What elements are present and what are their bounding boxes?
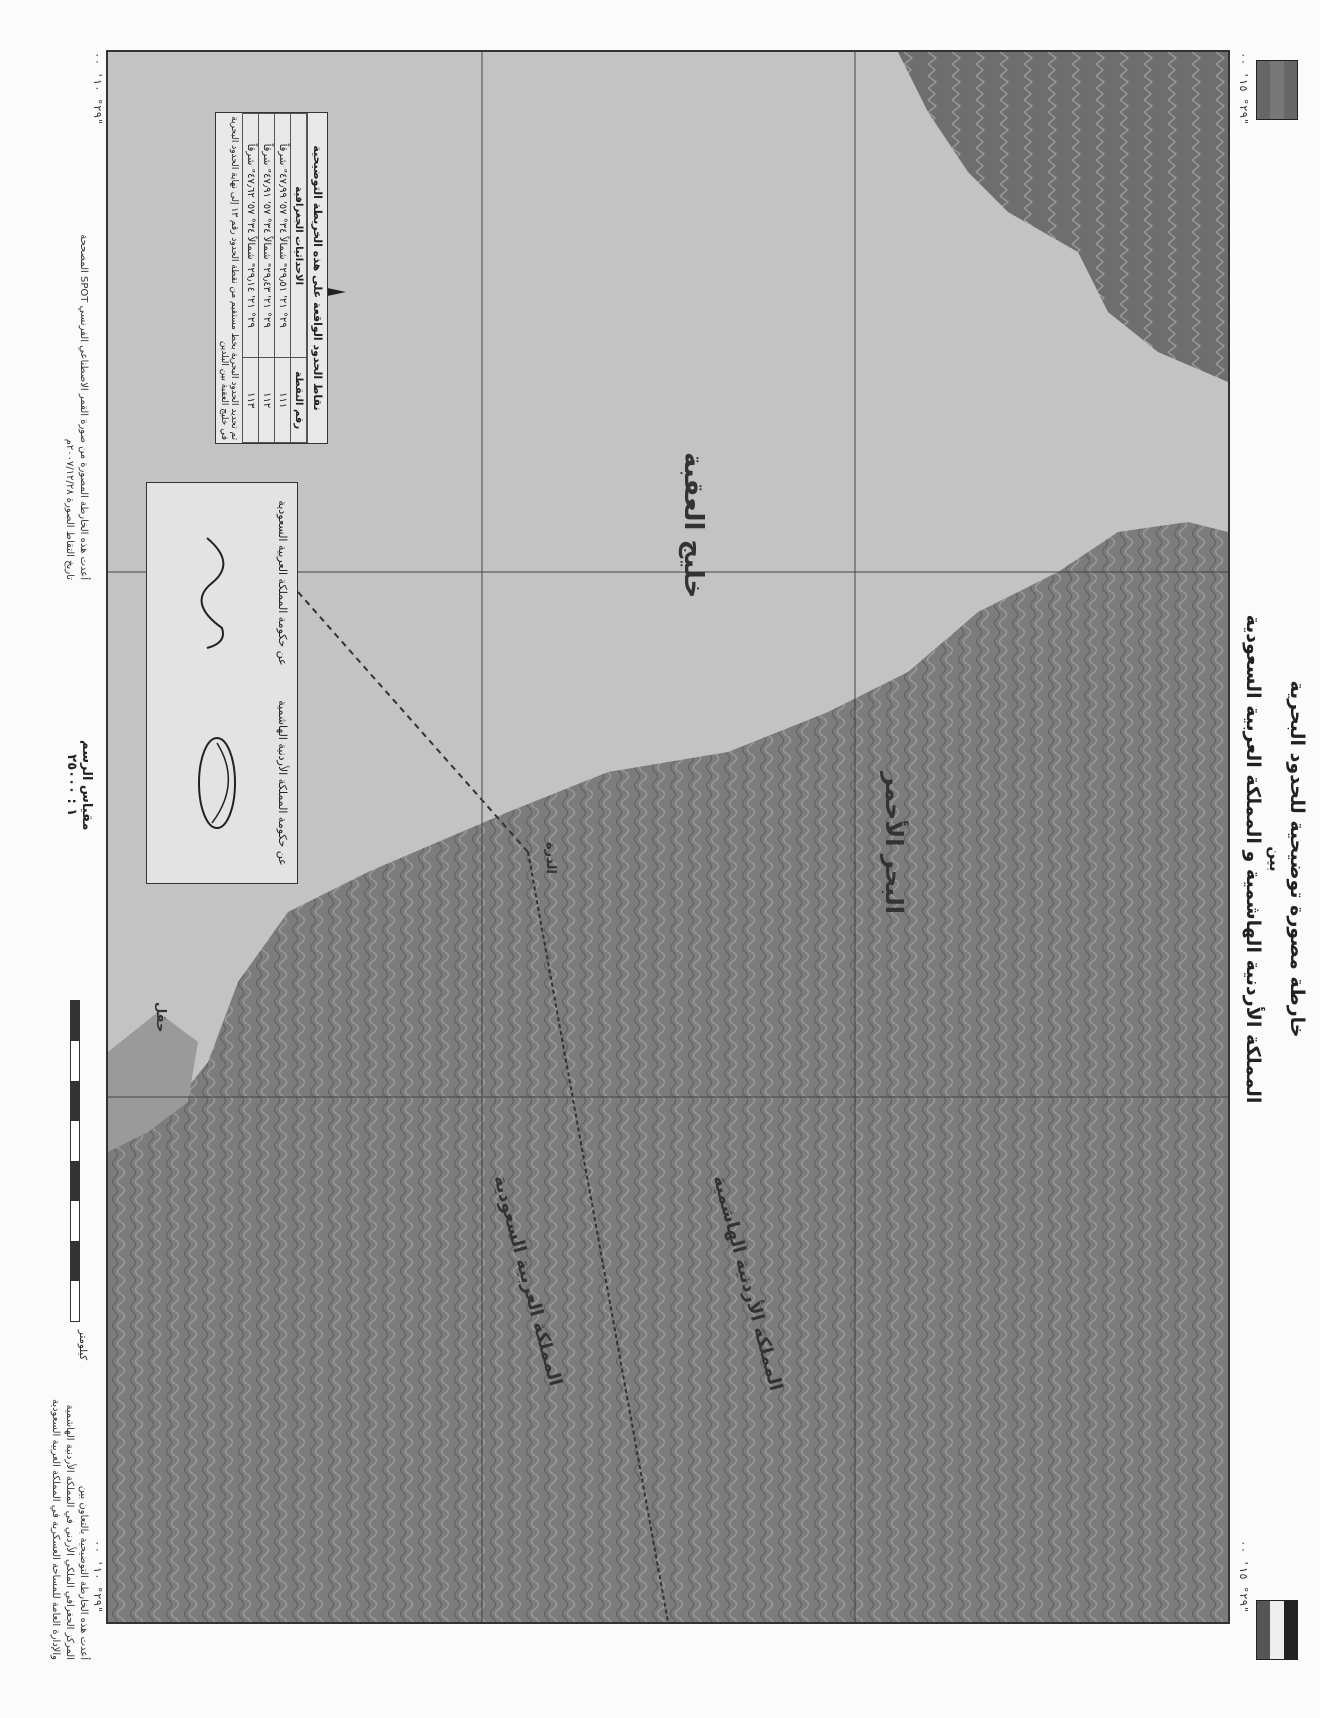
legend-header-coords: الاحداثيات الجغرافية [290,113,307,358]
legend-coords: ٢٩° ٢١' ٢٩٫٤٣" شمالاً ٣٤° ٥٧' ٤٧٫٩١" شرق… [258,113,275,358]
legend-coords: ٢٩° ٢١' ٢٩٫١٤" شمالاً ٣٤° ٥٧' ٤٧٫٦٢" شرق… [242,113,259,358]
legend-row: ١١٣ ٢٩° ٢١' ٢٩٫١٤" شمالاً ٣٤° ٥٧' ٤٧٫٦٢"… [242,113,259,443]
arabian-land [108,522,1228,1622]
scale-label: مقياس الرسم [79,740,94,831]
legend-num: ١١٢ [258,357,275,443]
map-title: خارطة مصورة توضيحية للحدود البحرية بين ا… [1242,0,1308,1718]
legend-coords: ٢٩° ٢١' ٢٩٫٥١" شمالاً ٣٤° ٥٧' ٤٧٫٩٩" شرق… [274,113,291,358]
legend-header-num: رقم النقطة [290,357,307,443]
signature-scribble-icon [198,737,236,829]
title-line-1: خارطة مصورة توضيحية للحدود البحرية [1286,680,1308,1038]
signature-saudi-caption: عن حكومة المملكة العربية السعودية [276,500,289,666]
legend-num: ١١١ [274,357,291,443]
legend-row: ١١١ ٢٩° ٢١' ٢٩٫٥١" شمالاً ٣٤° ٥٧' ٤٧٫٩٩"… [274,113,291,443]
scale-block: مقياس الرسم ١ : ٢٥٠٠٠ [64,740,94,830]
footer-credits-line3: والإدارة العامة للمساحة العسكرية في المم… [50,1398,61,1660]
legend-row: ١١٢ ٢٩° ٢١' ٢٩٫٤٣" شمالاً ٣٤° ٥٧' ٤٧٫٩١"… [258,113,275,443]
label-gulf: خليج العقبة [678,452,708,599]
label-durra: الدرة [543,842,558,875]
footer-credits-line2: المركز الجغرافي الملكي الأردني في المملك… [64,1404,75,1660]
saudi-flag-icon [1256,60,1298,120]
corner-top-left: ٢٩° ١٥' ٠٠" [1237,52,1250,125]
legend-title: نقاط الحدود الواقعة على هذه الخريطة التو… [307,113,327,443]
footer-source: أعدت هذه الخارطة المصورة من صورة القمر ا… [62,60,90,580]
footer-credits: أعدت هذه الخارطة التوضيحية بالتعاون بين … [48,1260,90,1660]
footer-source-line1: أعدت هذه الخارطة المصورة من صورة القمر ا… [78,234,89,580]
corner-bottom-right: ٢٩° ١٠' ٠٠" [91,1540,104,1613]
legend-note: تم تحديد الحدود البحرية بخط مستقيم من نق… [219,116,239,440]
title-line-3: المملكة الأردنية الهاشمية و المملكة العر… [1242,614,1264,1104]
scale-ratio: ١ : ٢٥٠٠٠ [64,754,79,817]
corner-top-right: ٢٩° ١٥' ٠٠" [1237,1540,1250,1613]
corner-bottom-left: ٢٩° ١٠' ٠٠" [91,52,104,125]
land-boundary-line [527,851,669,1622]
label-red-sea: البحر الأحمر [880,772,908,915]
boundary-points-legend: نقاط الحدود الواقعة على هذه الخريطة التو… [215,112,328,444]
footer-credits-line1: أعدت هذه الخارطة التوضيحية بالتعاون بين [78,1485,89,1660]
signature-box: عن حكومة المملكة الأردنية الهاشمية عن حك… [146,482,298,884]
sinai-land [898,52,1228,382]
label-haql: حقل [153,1002,168,1033]
footer-source-line2: تاريخ التقاط الصورة ٢٠٠٧/١٢/٢٨م [64,438,75,580]
satellite-map: المملكة الأردنية الهاشمية المملكة العربي… [106,50,1230,1624]
haql-town [108,1012,198,1152]
maritime-boundary-line [297,591,529,853]
legend-num: ١١٣ [242,357,259,443]
map-graphic [108,52,1228,1622]
jordan-flag-icon [1256,1600,1298,1660]
signature-scribble-icon [200,537,225,649]
signature-jordan-caption: عن حكومة المملكة الأردنية الهاشمية [276,700,289,866]
title-line-2: بين [1266,846,1284,872]
legend-table: رقم النقطة الاحداثيات الجغرافية ١١١ ٢٩° … [242,113,307,443]
